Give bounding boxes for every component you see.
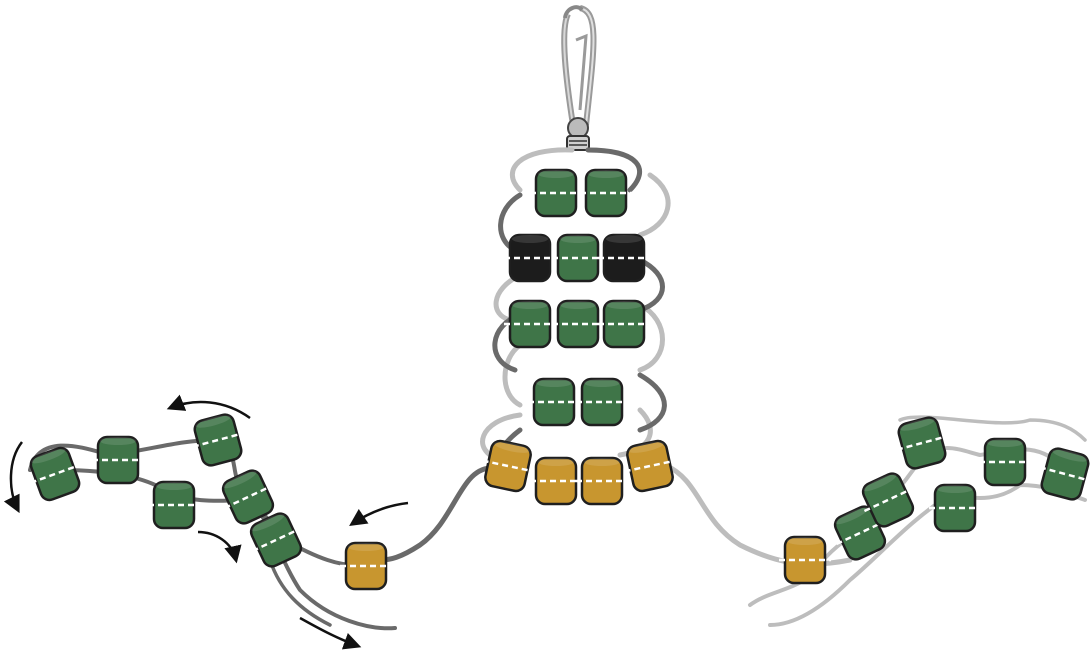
direction-arrows (3, 394, 409, 650)
bead-green (504, 299, 556, 349)
bead-green (979, 437, 1031, 487)
central-cords (377, 147, 853, 567)
bead-green (530, 168, 582, 218)
bead-tan (340, 541, 392, 591)
curved-arrow-icon (349, 501, 409, 526)
beads (29, 168, 1090, 591)
curved-arrow-icon (3, 441, 24, 514)
bead-green (552, 299, 604, 349)
snap-hook-icon (561, 5, 597, 151)
curved-arrow-icon (166, 394, 251, 420)
bead-green (221, 469, 275, 525)
bead-green (861, 472, 915, 528)
bead-tan (576, 456, 628, 506)
bead-green (552, 233, 604, 283)
bead-green (1039, 447, 1090, 501)
bead-black (504, 233, 556, 283)
bead-green (249, 512, 303, 568)
bead-green (148, 480, 200, 530)
curved-arrow-icon (197, 530, 242, 564)
bead-green (929, 483, 981, 533)
bead-green (896, 416, 948, 470)
bead-green (192, 413, 244, 467)
bead-green (580, 168, 632, 218)
dark-cord-center (377, 147, 667, 563)
bead-tan (530, 456, 582, 506)
curved-arrow-icon (299, 616, 362, 650)
bead-tan (482, 439, 534, 493)
bead-green (598, 299, 650, 349)
bead-green (528, 377, 580, 427)
light-cord-center (480, 147, 853, 567)
bead-green (576, 377, 628, 427)
bead-green (833, 505, 887, 561)
bead-black (598, 233, 650, 283)
bead-tan (779, 535, 831, 585)
bead-green (29, 446, 81, 502)
bead-green (92, 435, 144, 485)
bead-tan (624, 439, 676, 493)
